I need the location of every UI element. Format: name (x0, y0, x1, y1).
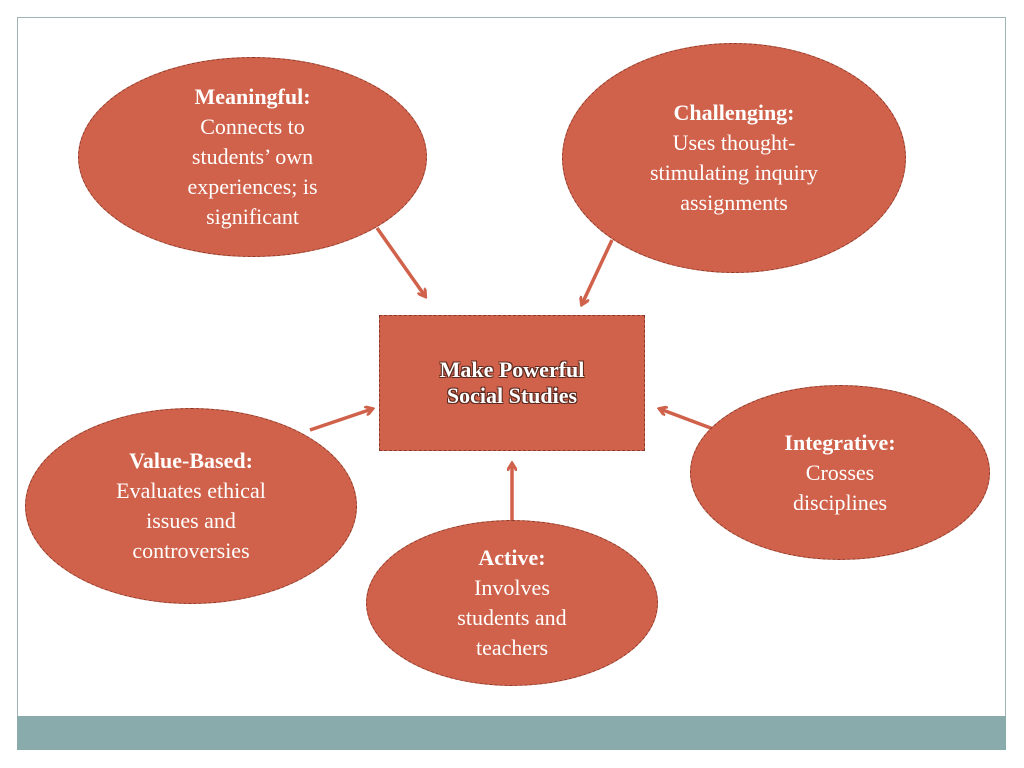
bubble-text-line: experiences; is (187, 174, 318, 199)
bubble-title: Active: (478, 545, 546, 570)
arrow-value-based (309, 409, 372, 432)
bubble-text-line: issues and (146, 508, 236, 533)
bubble-text-line: stimulating inquiry (649, 160, 819, 185)
bubble-text-line: Connects to (200, 114, 305, 139)
bubble-meaningful: Meaningful: Connects to students’ own ex… (78, 57, 427, 257)
bubble-value-based: Value-Based: Evaluates ethical issues an… (25, 408, 357, 604)
arrow-meaningful (375, 226, 425, 296)
bubble-text-line: Involves (474, 575, 550, 600)
bubble-active: Active: Involves students and teachers (366, 520, 658, 686)
bubble-text-line: teachers (475, 635, 549, 660)
bubble-title: Meaningful: (194, 84, 311, 109)
bubble-text-line: Uses thought- (672, 130, 796, 155)
bubble-title: Value-Based: (129, 448, 253, 473)
bubble-text-line: assignments (680, 190, 788, 215)
arrow-integrative (660, 409, 717, 432)
bubble-title: Integrative: (784, 429, 896, 455)
bubble-challenging: Challenging: Uses thought- stimulating i… (562, 43, 906, 273)
bubble-text-line: Evaluates ethical (116, 478, 266, 503)
bubble-text-line: disciplines (792, 489, 888, 515)
bubble-integrative: Integrative: Crosses disciplines (690, 385, 990, 560)
bubble-title: Challenging: (673, 100, 795, 125)
arrow-challenging (582, 239, 614, 304)
bubble-text-line: students’ own (191, 144, 314, 169)
bubble-text-line: Crosses (805, 459, 875, 485)
bubble-text-line: students and (457, 605, 567, 630)
footer-bar (17, 716, 1006, 750)
bubble-text-line: controversies (132, 538, 250, 563)
center-node: Make Powerful Social Studies (379, 315, 645, 451)
bubble-text-line: significant (206, 204, 299, 229)
center-label: Make Powerful Social Studies (439, 357, 585, 408)
